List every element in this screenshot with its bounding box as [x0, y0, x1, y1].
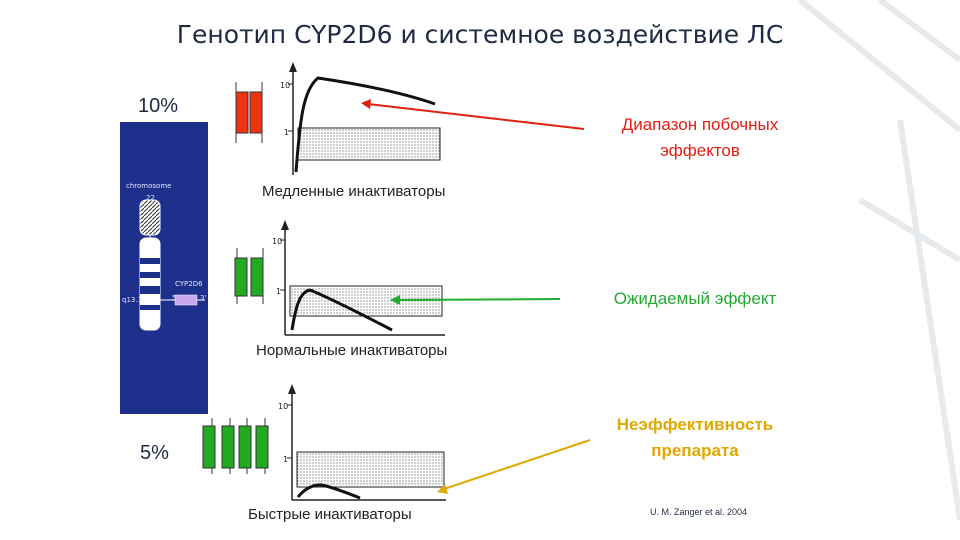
graph-normal: [280, 220, 561, 336]
chromosome-number: 22: [146, 194, 155, 202]
label-slow: Медленные инактиваторы: [262, 183, 446, 200]
chromosome-caption: chromosome: [126, 182, 172, 190]
note-side-effects: Диапазон побочных эффектов: [621, 115, 779, 160]
gene-name: CYP2D6: [175, 280, 203, 288]
label-fast: Быстрые инактиваторы: [248, 506, 412, 523]
tick-10-normal: 10: [272, 237, 282, 246]
tick-10-slow: 10: [280, 81, 290, 90]
percent-fast: 5%: [140, 442, 169, 464]
gene-bars-fast: [202, 418, 269, 474]
tick-1-slow: 1: [284, 128, 289, 137]
note-expected: Ожидаемый эффект: [613, 289, 777, 308]
chromosome-panel: chromosome 22 q13.1 CYP2D6 5' 3': [120, 122, 208, 414]
tick-10-fast: 10: [278, 402, 288, 411]
note-ineffective: Неэффективность препарата: [616, 415, 774, 460]
tick-1-normal: 1: [276, 287, 281, 296]
three-prime-label: 3': [200, 294, 207, 302]
citation: U. M. Zanger et al. 2004: [650, 507, 748, 517]
slide-title: Генотип CYP2D6 и системное воздействие Л…: [176, 20, 784, 49]
gene-bars-slow: [235, 82, 263, 143]
graph-slow: [288, 62, 585, 175]
gene-bars-normal: [234, 248, 264, 304]
percent-slow: 10%: [138, 95, 179, 117]
chromosome-band: q13.1: [122, 296, 143, 304]
graph-fast: [287, 384, 591, 501]
chromosome-icon: [139, 199, 205, 331]
tick-1-fast: 1: [283, 455, 288, 464]
label-normal: Нормальные инактиваторы: [256, 342, 448, 359]
background-decoration: [798, 0, 960, 521]
